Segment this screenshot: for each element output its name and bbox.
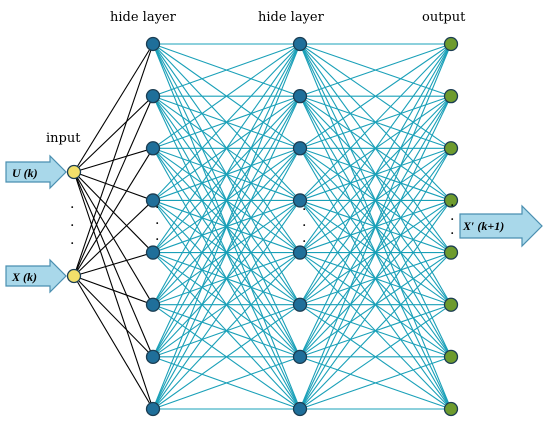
edge-input-0-h1-1	[73, 95, 154, 173]
edge-h2-6-out-0	[299, 43, 452, 358]
input-node-0	[66, 164, 82, 180]
edge-h1-3-h2-0	[152, 43, 301, 201]
edge-h1-5-h2-0	[152, 43, 301, 305]
edge-h2-7-out-3	[299, 200, 452, 410]
edge-h2-7-out-4	[299, 252, 452, 410]
edge-h2-7-out-6	[299, 356, 452, 410]
hidden2-ellipsis-2: ·	[302, 218, 306, 234]
edge-input-1-h1-4	[73, 252, 154, 277]
output-node-4	[443, 245, 459, 260]
output-node-5	[443, 297, 459, 312]
output-node-7	[443, 401, 459, 417]
edge-input-0-h1-0	[73, 43, 154, 173]
hidden2-ellipsis-1: ·	[302, 202, 306, 218]
nodes	[66, 36, 459, 417]
input-node-1	[66, 268, 82, 284]
hidden1-ellipsis-1: ·	[155, 200, 159, 216]
edge-input-1-h1-5	[73, 275, 154, 306]
hidden1-ellipsis-3: ·	[155, 232, 159, 248]
output-node-2	[443, 141, 459, 156]
edge-h2-7-out-5	[299, 304, 452, 410]
edge-h2-2-out-0	[299, 43, 452, 149]
edge-h2-7-out-2	[299, 148, 452, 410]
input-arrow-u: U (k)	[5, 154, 67, 190]
hidden-layer-1-title: hide layer	[110, 10, 177, 25]
output-node-6	[443, 349, 459, 365]
edge-h1-7-h2-0	[152, 43, 301, 410]
output-arrow-label: X′ (k+1)	[462, 219, 504, 233]
edge-h1-7-h2-5	[152, 304, 301, 410]
edge-h1-4-h2-0	[152, 43, 301, 253]
hidden1-ellipsis-2: ·	[155, 216, 159, 232]
edge-h2-1-out-0	[299, 43, 452, 97]
hidden-layer-2-title: hide layer	[258, 10, 325, 25]
edge-h1-7-h2-1	[152, 95, 301, 410]
input-arrow-x: X (k)	[5, 258, 67, 294]
hidden1-hidden2-edges	[152, 43, 301, 410]
hidden1-node-7	[145, 401, 161, 417]
edge-h2-7-out-1	[299, 95, 452, 410]
hidden2-node-0	[292, 36, 308, 52]
input-label-x: X (k)	[11, 270, 37, 284]
hidden2-node-3	[292, 193, 308, 208]
edge-h2-5-out-0	[299, 43, 452, 305]
hidden2-node-1	[292, 88, 308, 104]
edge-h2-3-out-0	[299, 43, 452, 201]
edge-input-1-h1-0	[73, 43, 154, 277]
edge-input-1-h1-3	[73, 200, 154, 277]
output-ellipsis-1: ·	[450, 198, 454, 214]
hidden2-node-6	[292, 349, 308, 365]
edge-h1-6-h2-0	[152, 43, 301, 358]
hidden2-node-5	[292, 297, 308, 312]
hidden1-node-1	[145, 88, 161, 104]
edge-input-1-h1-1	[73, 95, 154, 277]
hidden1-node-3	[145, 193, 161, 208]
hidden2-node-2	[292, 141, 308, 156]
hidden2-node-7	[292, 401, 308, 417]
hidden1-node-4	[145, 245, 161, 260]
input-label-u: U (k)	[12, 166, 38, 180]
edge-h1-7-h2-2	[152, 148, 301, 410]
output-node-3	[443, 193, 459, 208]
edge-h1-2-h2-0	[152, 43, 301, 149]
hidden2-ellipsis-3: ·	[302, 234, 306, 250]
output-node-1	[443, 88, 459, 104]
arrow-x-shape	[5, 258, 67, 294]
edge-h1-7-h2-3	[152, 200, 301, 410]
output-layer-title: output	[422, 10, 466, 25]
input-ellipsis-3: ·	[70, 236, 74, 252]
input-ellipsis-1: ·	[70, 200, 74, 216]
hidden1-node-6	[145, 349, 161, 365]
input-layer-title: input	[46, 131, 81, 146]
arrow-out-shape	[459, 204, 543, 248]
input-ellipsis-2: ·	[70, 218, 74, 234]
edge-h2-7-out-0	[299, 43, 452, 410]
hidden2-node-4	[292, 245, 308, 260]
edge-h1-7-h2-4	[152, 252, 301, 410]
edge-h1-7-h2-6	[152, 356, 301, 410]
input-edges	[73, 43, 154, 410]
edge-input-1-h1-6	[73, 275, 154, 358]
output-ellipsis-3: ·	[450, 226, 454, 242]
output-node-0	[443, 36, 459, 52]
edge-h1-1-h2-0	[152, 43, 301, 97]
hidden1-node-5	[145, 297, 161, 312]
output-ellipsis-2: ·	[450, 212, 454, 228]
edge-input-1-h1-7	[73, 275, 154, 410]
edge-h2-4-out-0	[299, 43, 452, 253]
hidden1-node-2	[145, 141, 161, 156]
hidden2-output-edges	[299, 43, 452, 410]
output-arrow: X′ (k+1)	[459, 204, 543, 248]
edge-input-1-h1-2	[73, 147, 154, 277]
arrow-u-shape	[5, 154, 67, 190]
hidden1-node-0	[145, 36, 161, 52]
